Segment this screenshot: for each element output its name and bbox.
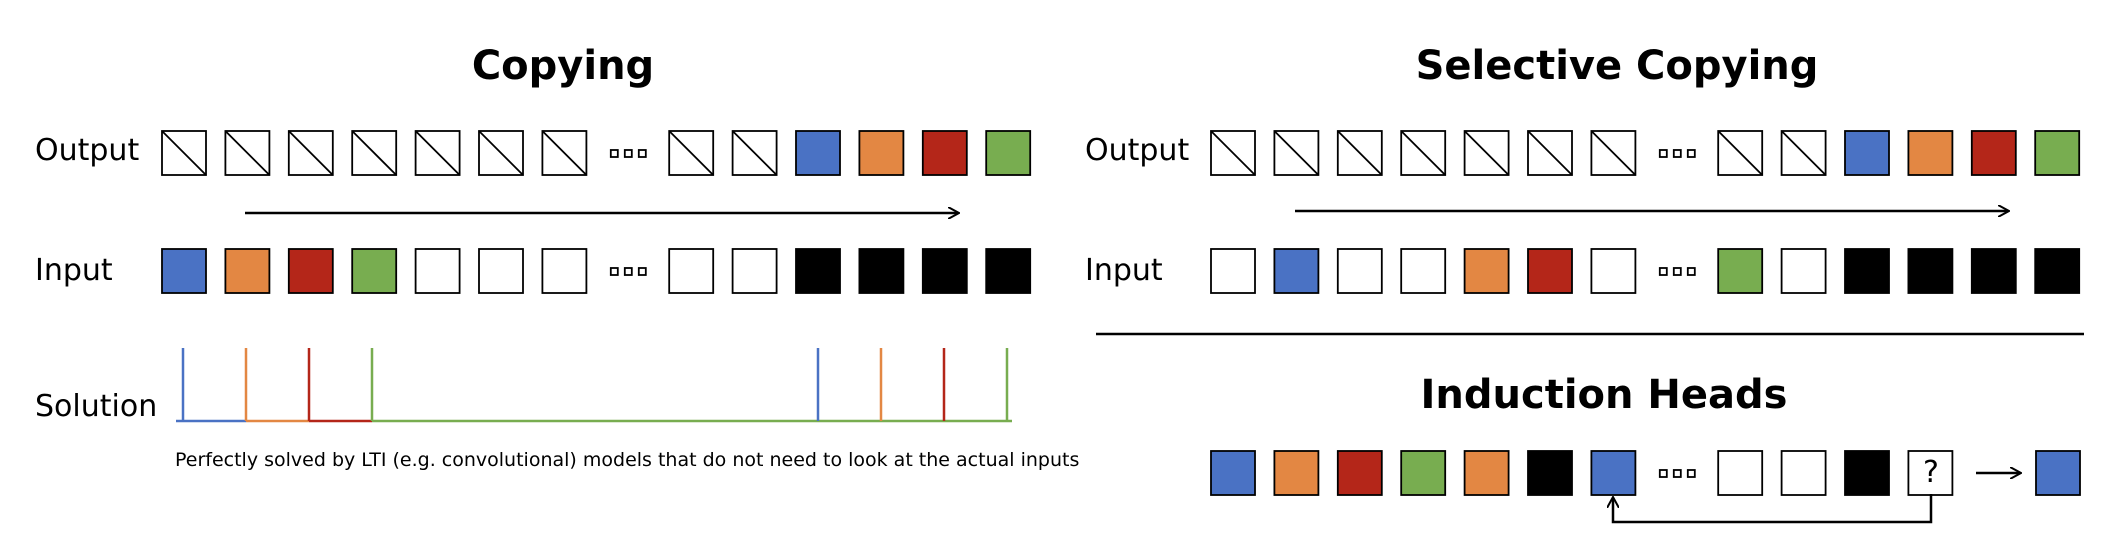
token-cell-black <box>1970 248 2017 294</box>
token-cell-diag <box>1590 130 1637 176</box>
copying-output-row <box>161 130 1032 176</box>
selective-output-row <box>1210 130 2081 176</box>
token-cell-black <box>2034 248 2081 294</box>
ellipsis-cells <box>609 149 647 158</box>
token-cell-blue <box>1210 450 1256 496</box>
token-cell-white <box>1210 248 1256 294</box>
token-cell-black <box>1844 450 1890 496</box>
token-cell-blue <box>1844 130 1890 176</box>
ellipsis-cells <box>609 267 647 276</box>
token-cell-diag <box>1273 130 1320 176</box>
copying-title: Copying <box>471 43 655 89</box>
token-cell-diag <box>287 130 334 176</box>
ellipsis-cells <box>1658 267 1696 276</box>
token-cell-orange <box>1907 130 1954 176</box>
induction-lookup-arrow <box>1613 494 1933 524</box>
induction-query-symbol: ? <box>1923 455 1939 490</box>
token-cell-white <box>541 248 588 294</box>
token-cell-white <box>1717 450 1764 496</box>
token-cell-query <box>1907 450 1954 496</box>
selective-output-label: Output <box>1085 133 1190 168</box>
token-cell-white <box>414 248 461 294</box>
selective-input-row <box>1210 248 2081 294</box>
token-cell-diag <box>161 130 207 176</box>
token-cell-diag <box>351 130 398 176</box>
token-cell-red <box>921 130 968 176</box>
token-cell-diag <box>1463 130 1510 176</box>
copying-input-label: Input <box>35 253 113 288</box>
token-cell-white <box>731 248 778 294</box>
token-cell-white <box>1590 248 1637 294</box>
token-cell-diag <box>1210 130 1256 176</box>
token-cell-black <box>795 248 841 294</box>
token-cell-diag <box>1717 130 1764 176</box>
token-cell-diag <box>668 130 715 176</box>
token-cell-blue <box>795 130 841 176</box>
token-cell-diag <box>478 130 524 176</box>
token-cell-diag <box>1780 130 1827 176</box>
token-cell-white <box>1400 248 1447 294</box>
token-cell-blue <box>1273 248 1320 294</box>
token-cell-diag <box>1400 130 1447 176</box>
token-cell-red <box>287 248 334 294</box>
token-cell-orange <box>1463 248 1510 294</box>
token-cell-red <box>1336 450 1383 496</box>
token-cell-blue <box>2035 450 2081 496</box>
token-cell-diag <box>1336 130 1383 176</box>
token-cell-diag <box>541 130 588 176</box>
token-cell-orange <box>224 248 271 294</box>
selective-copying-title: Selective Copying <box>1415 43 1819 89</box>
token-cell-diag <box>731 130 778 176</box>
token-cell-white <box>478 248 524 294</box>
token-cell-black <box>1907 248 1954 294</box>
token-cell-white <box>1780 450 1827 496</box>
token-cell-black <box>1844 248 1890 294</box>
token-cell-green <box>985 130 1032 176</box>
token-cell-red <box>1527 248 1573 294</box>
token-cell-diag <box>1527 130 1573 176</box>
token-cell-red <box>1970 130 2017 176</box>
token-cell-white <box>668 248 715 294</box>
token-cell-white <box>1336 248 1383 294</box>
token-cell-diag <box>224 130 271 176</box>
copying-note: Perfectly solved by LTI (e.g. convolutio… <box>175 449 1080 471</box>
induction-sequence-row <box>1210 450 1954 496</box>
token-cell-black <box>858 248 905 294</box>
token-cell-blue <box>1590 450 1637 496</box>
copying-input-row <box>161 248 1032 294</box>
token-cell-black <box>1527 450 1573 496</box>
copying-solution-label: Solution <box>35 389 158 424</box>
token-cell-orange <box>1273 450 1320 496</box>
copying-solution-kernel <box>176 348 1012 423</box>
induction-answer-cell <box>2035 450 2081 496</box>
token-cell-green <box>1717 248 1764 294</box>
ellipsis-cells <box>1658 149 1696 158</box>
token-cell-green <box>2034 130 2081 176</box>
token-cell-orange <box>1463 450 1510 496</box>
token-cell-green <box>351 248 398 294</box>
token-cell-blue <box>161 248 207 294</box>
selective-input-label: Input <box>1085 253 1163 288</box>
token-cell-orange <box>858 130 905 176</box>
ellipsis-cells <box>1658 469 1696 478</box>
induction-heads-title: Induction Heads <box>1420 372 1788 418</box>
token-cell-white <box>1780 248 1827 294</box>
token-cell-green <box>1400 450 1447 496</box>
token-cell-black <box>985 248 1032 294</box>
token-cell-diag <box>414 130 461 176</box>
copying-output-label: Output <box>35 133 140 168</box>
token-cell-black <box>921 248 968 294</box>
